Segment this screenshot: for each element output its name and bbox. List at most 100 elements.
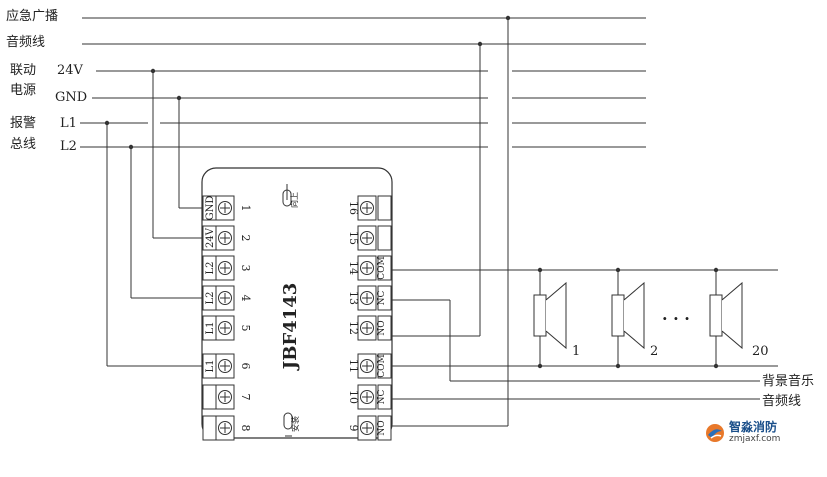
up-indicator: 向上 <box>282 184 299 208</box>
terminal-left-number: 8 <box>239 425 252 432</box>
label-background-music: 背景音乐 <box>762 374 815 389</box>
label-l1: L1 <box>60 116 77 131</box>
terminal-label-box <box>202 384 217 410</box>
terminal-right-number: 14 <box>347 261 360 275</box>
module-body <box>201 167 393 439</box>
terminal-label-box <box>377 285 392 311</box>
terminal-label-box <box>377 415 392 441</box>
terminal-right-number: 10 <box>347 390 360 404</box>
label-linkage: 联动 <box>10 63 37 78</box>
terminal-left-5: L1 5 <box>202 315 252 341</box>
terminal-left-label: L2 <box>205 261 216 274</box>
terminal-right-13: NC 13 <box>347 285 392 311</box>
terminal-left-label: L2 <box>205 291 216 304</box>
speaker-label: 1 <box>572 344 580 359</box>
junction-dot <box>505 15 511 21</box>
terminal-left-number: 2 <box>239 235 252 242</box>
terminal-right-14: COM 14 <box>347 255 392 281</box>
terminal-right-16: 16 <box>347 195 392 221</box>
terminal-left-number: 7 <box>239 394 252 401</box>
terminal-label-box <box>377 384 392 410</box>
terminal-right-number: 9 <box>347 425 360 432</box>
terminal-left-number: 3 <box>239 265 252 272</box>
speaker-20: 20 <box>709 270 769 366</box>
speaker-group: 1 2 20 · · · <box>533 270 769 366</box>
junction-dot <box>128 144 134 150</box>
speaker-2: 2 <box>611 270 658 366</box>
junction-dot <box>176 95 182 101</box>
terminal-label-box <box>377 353 392 379</box>
label-audio-line-right: 音频线 <box>762 394 802 409</box>
terminal-right-9: NO 9 <box>347 415 392 441</box>
terminal-left-number: 4 <box>239 295 252 302</box>
install-arrow-icon <box>283 412 293 430</box>
speaker-label: 2 <box>650 344 658 359</box>
speaker-body-icon <box>709 294 723 337</box>
terminal-right-number: 16 <box>347 201 360 215</box>
watermark: 智淼消防 zmjaxf.com <box>702 416 812 450</box>
watermark-title: 智淼消防 <box>729 420 778 434</box>
terminal-right-12: NO 12 <box>347 315 392 341</box>
terminal-right-number: 11 <box>347 359 360 373</box>
label-power: 电源 <box>10 83 37 98</box>
terminal-left-4: L2 4 <box>202 285 252 311</box>
label-alarm: 报警 <box>10 116 37 131</box>
speaker-body-icon <box>533 294 547 337</box>
speaker-ellipsis: · · · <box>662 309 690 328</box>
terminal-right-label: COM <box>377 256 387 279</box>
watermark-url: zmjaxf.com <box>729 434 781 444</box>
terminal-right-label: NC <box>377 291 387 306</box>
install-mark-text: 安装 <box>290 416 300 432</box>
speaker-1: 1 <box>533 270 580 366</box>
terminal-left-label: GND <box>205 196 216 221</box>
speaker-cone-icon <box>545 281 567 350</box>
label-audio-line: 音频线 <box>6 35 46 50</box>
terminal-left-7: 7 <box>202 384 252 410</box>
terminal-right-label: COM <box>377 354 387 377</box>
terminal-label-box <box>377 315 392 341</box>
speaker-label: 20 <box>752 344 769 359</box>
terminal-right-number: 15 <box>347 231 360 245</box>
terminal-right-label: NC <box>377 390 387 405</box>
terminal-label-box <box>377 225 392 251</box>
terminal-right-10: NC 10 <box>347 384 392 410</box>
label-l2: L2 <box>60 139 77 154</box>
terminal-left-number: 6 <box>239 363 252 370</box>
terminal-left-label: L1 <box>205 359 216 372</box>
terminal-label-box <box>202 415 217 441</box>
watermark-logo-icon <box>706 424 724 442</box>
speaker-cone-icon <box>623 281 645 350</box>
label-bus: 总线 <box>10 137 37 152</box>
junction-dot <box>477 41 483 47</box>
terminal-right-11: COM 11 <box>347 353 392 379</box>
terminal-right-15: 15 <box>347 225 392 251</box>
terminal-right-number: 12 <box>347 321 360 335</box>
terminal-right-label: NO <box>377 420 387 435</box>
terminal-label-box <box>377 195 392 221</box>
terminal-label-box <box>377 255 392 281</box>
up-mark-text: 向上 <box>289 192 299 208</box>
terminal-left-3: L2 3 <box>202 255 252 281</box>
module-model-name: JBF4143 <box>280 283 301 372</box>
label-24v: 24V <box>57 63 83 78</box>
junction-dot <box>150 68 156 74</box>
terminal-left-1: GND 1 <box>202 195 252 221</box>
terminal-left-label: L1 <box>205 321 216 334</box>
wires <box>80 15 778 427</box>
terminal-right-number: 13 <box>347 291 360 305</box>
junction-dot <box>104 120 110 126</box>
speaker-cone-icon <box>721 281 743 350</box>
terminal-left-2: 24V 2 <box>202 225 252 251</box>
speaker-body-icon <box>611 294 625 337</box>
terminal-left-number: 5 <box>239 325 252 332</box>
terminal-left-8: 8 <box>202 415 252 441</box>
terminal-right-label: NO <box>377 320 387 335</box>
label-gnd: GND <box>55 90 88 105</box>
label-emergency-broadcast: 应急广播 <box>6 9 59 24</box>
terminal-left-label: 24V <box>205 227 216 248</box>
terminal-left-6: L1 6 <box>202 353 252 379</box>
install-indicator: 安装 <box>283 412 300 437</box>
terminal-left-number: 1 <box>239 205 252 212</box>
